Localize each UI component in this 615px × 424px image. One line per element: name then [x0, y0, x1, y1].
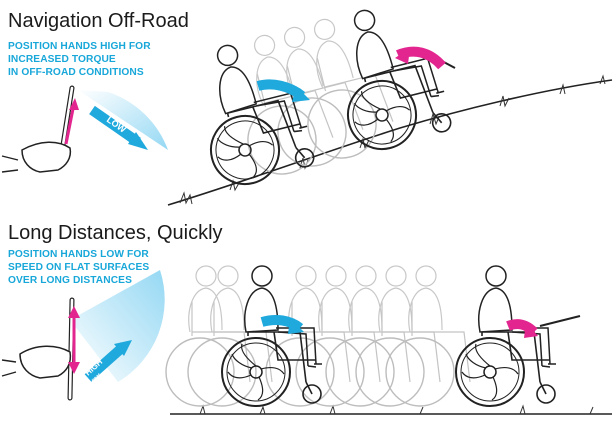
wheelchair-front-flat — [455, 265, 557, 407]
distance-title: Long Distances, Quickly — [8, 222, 223, 244]
distance-line-2: SPEED ON FLAT SURFACES — [8, 262, 150, 273]
offroad-title: Navigation Off-Road — [8, 10, 189, 32]
high-gear-gauge: HIGH gear — [1, 270, 165, 401]
high-gear-sub: gear — [90, 372, 102, 384]
offroad-line-3: IN OFF-ROAD CONDITIONS — [8, 67, 144, 78]
distance-line-3: OVER LONG DISTANCES — [8, 275, 132, 286]
offroad-instructions: POSITION HANDS HIGH FOR INCREASED TORQUE… — [8, 40, 151, 79]
distance-scene — [165, 265, 612, 415]
distance-line-1: POSITION HANDS LOW FOR — [8, 249, 149, 260]
wheelchair-front — [322, 0, 456, 158]
low-gear-gauge: LOW gear — [1, 85, 168, 173]
offroad-scene — [167, 0, 613, 206]
distance-instructions: POSITION HANDS LOW FOR SPEED ON FLAT SUR… — [8, 248, 149, 287]
low-gear-sub: gear — [103, 127, 115, 138]
offroad-line-2: INCREASED TORQUE — [8, 54, 116, 65]
offroad-line-1: POSITION HANDS HIGH FOR — [8, 41, 151, 52]
wheelchair-rear — [185, 30, 319, 193]
wheelchair-rear-flat — [221, 265, 323, 407]
